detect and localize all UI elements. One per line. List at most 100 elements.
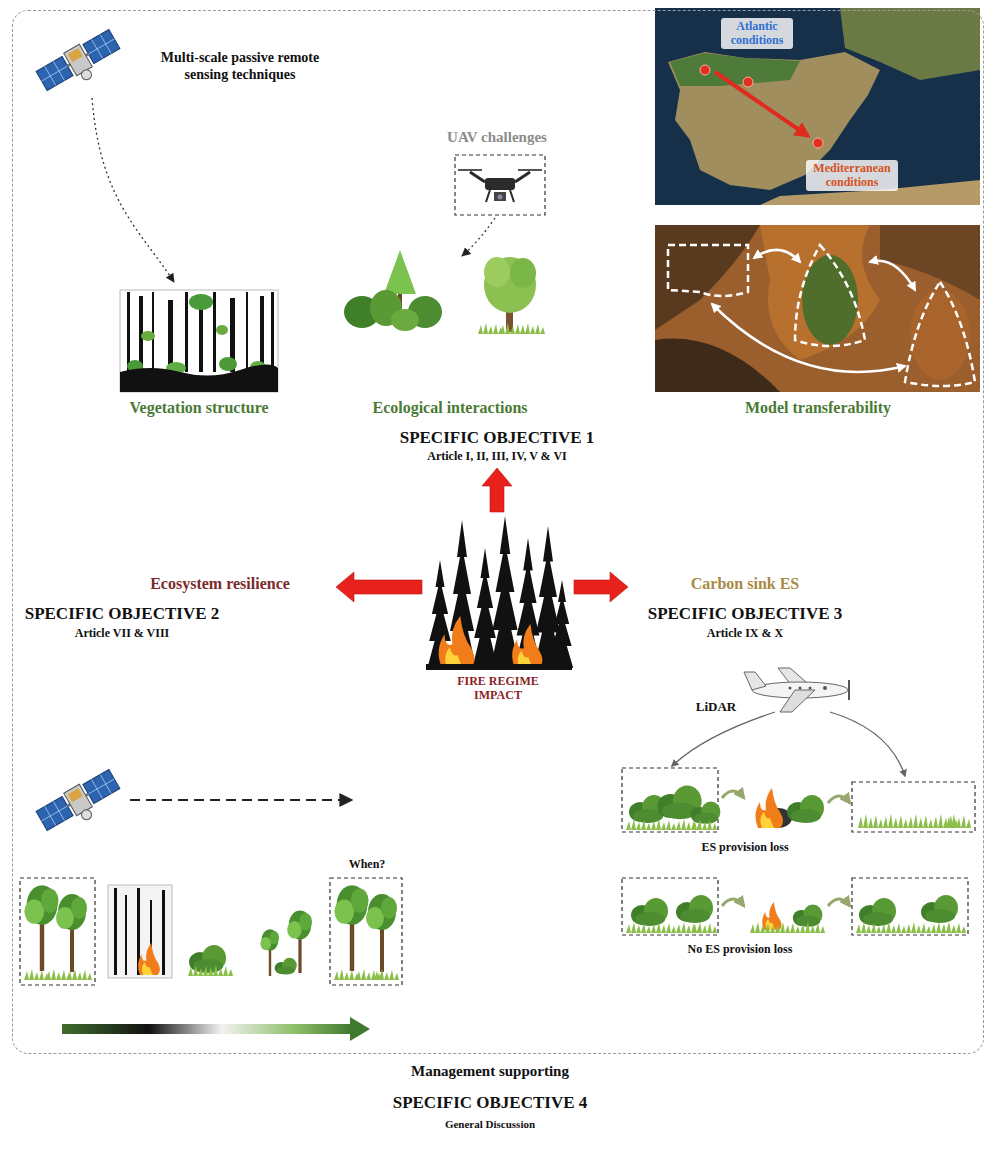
drone-icon-part — [494, 192, 506, 201]
lidar-scenes-part — [856, 922, 881, 933]
lidar-scenes-part — [722, 791, 744, 798]
technique-label: Multi-scale passive remote sensing techn… — [153, 50, 328, 84]
iberia-map-part — [670, 53, 800, 86]
resilience-sequence-part — [24, 969, 49, 980]
lidar-scenes-part — [676, 895, 713, 923]
burned-landscape-photo-part — [802, 255, 858, 345]
lidar-scenes — [622, 668, 975, 935]
iberia-map-part — [743, 77, 753, 87]
theme-heading: Carbon sink ES — [691, 574, 800, 593]
objective-title: SPECIFIC OBJECTIVE 4 — [393, 1093, 588, 1113]
question-label-slot: When? — [349, 857, 386, 871]
drone-icon-part — [486, 190, 514, 202]
ecological-interactions-picture-part — [484, 257, 536, 313]
burning-forest-part — [551, 580, 573, 668]
vegetation-structure-picture-part — [271, 292, 274, 372]
article-list: Article I, II, III, IV, V & VI — [427, 449, 566, 463]
ecological-interactions-picture — [344, 250, 545, 334]
lidar-scenes-part — [852, 782, 975, 832]
lidar-scenes-part — [762, 902, 781, 930]
sensor-label-slot: LiDAR — [696, 699, 736, 715]
iberia-map-part — [813, 138, 823, 148]
resilience-sequence — [20, 768, 402, 1041]
resilience-sequence-part — [56, 894, 87, 972]
lidar-scenes-part — [800, 922, 825, 933]
lidar-scenes-part — [883, 814, 908, 828]
topic-label-slot: Ecological interactions — [372, 398, 527, 417]
article-list-slot: Article IX & X — [707, 626, 783, 640]
resilience-sequence-part — [350, 1017, 370, 1041]
lidar-scenes-part — [780, 690, 815, 712]
resilience-sequence-part — [330, 878, 402, 985]
theme-heading: Ecosystem resilience — [150, 574, 290, 593]
frame-heading-slot: Management supporting — [411, 1062, 569, 1080]
vegetation-structure-picture-part — [127, 292, 130, 372]
lidar-scenes-part — [750, 922, 775, 933]
ecological-interactions-picture-part — [520, 323, 545, 334]
drone-icon-part — [498, 195, 503, 200]
objective-group: Ecosystem resilienceSPECIFIC OBJECTIVE 2… — [16, 570, 336, 648]
iberia-map-part — [655, 8, 980, 205]
drone-icon-part — [462, 218, 495, 256]
resilience-sequence-part — [67, 969, 92, 980]
vegetation-structure-picture-part — [185, 292, 188, 372]
scenario-label: No ES provision loss — [688, 942, 793, 956]
vegetation-structure-picture-part — [260, 296, 264, 372]
map-label: Atlantic conditions — [721, 18, 793, 49]
lidar-scenes-part — [830, 712, 905, 776]
topic-label: Ecological interactions — [372, 398, 527, 417]
resilience-sequence-part — [20, 878, 95, 985]
vegetation-structure-picture-part — [120, 364, 278, 392]
topic-label: Model transferability — [745, 398, 891, 417]
topic-label-slot: Vegetation structure — [129, 398, 268, 417]
topic-label: Vegetation structure — [129, 398, 268, 417]
theme-heading-slot: Carbon sink ES — [691, 574, 800, 593]
vegetation-structure-picture-part — [246, 292, 248, 372]
resilience-sequence-part — [130, 799, 352, 801]
resilience-sequence-part — [114, 888, 117, 975]
ecological-interactions-picture-part — [510, 258, 536, 288]
iberia-map-part — [700, 65, 710, 75]
burned-landscape-photo-part — [870, 261, 915, 290]
vegetation-structure-picture — [120, 290, 278, 392]
resilience-sequence-part — [24, 885, 58, 971]
lidar-scenes-part — [787, 795, 824, 823]
fire-caption-slot: FIRE REGIME IMPACT — [450, 674, 546, 703]
frame-heading: Management supporting — [411, 1062, 569, 1080]
article-list: Article IX & X — [707, 626, 783, 640]
lidar-scenes-part — [858, 814, 883, 828]
sensor-label: LiDAR — [696, 699, 736, 715]
lidar-scenes-part — [722, 899, 744, 906]
fire-caption: FIRE REGIME IMPACT — [450, 674, 546, 703]
objective-title-slot: SPECIFIC OBJECTIVE 3 — [648, 604, 843, 624]
scenario-label-slot: ES provision loss — [701, 840, 788, 854]
technique-label-slot: Multi-scale passive remote sensing techn… — [153, 50, 328, 84]
block-arrow — [336, 572, 422, 602]
objective-group: SPECIFIC OBJECTIVE 1Article I, II, III, … — [347, 428, 647, 468]
objective-title-slot: SPECIFIC OBJECTIVE 2 — [25, 604, 220, 624]
resilience-sequence-part — [108, 885, 172, 978]
lidar-scenes-part — [921, 895, 958, 923]
resilience-sequence-part — [334, 885, 368, 971]
lidar-scenes-part — [672, 712, 775, 766]
burned-landscape-photo-part — [655, 225, 980, 392]
drone-icon-part — [455, 155, 545, 215]
burning-forest — [426, 516, 573, 670]
lidar-scenes-part — [908, 814, 933, 828]
article-list-slot: Article I, II, III, IV, V & VI — [427, 449, 566, 463]
burning-forest-part — [439, 616, 475, 668]
vegetation-structure-picture-part — [120, 290, 278, 392]
scenario-label: ES provision loss — [701, 840, 788, 854]
burned-landscape-photo-part — [655, 339, 780, 392]
box-heading-slot: UAV challenges — [447, 128, 547, 146]
lidar-scenes-part — [828, 899, 850, 906]
ecological-interactions-picture-part — [484, 257, 510, 287]
vegetation-structure-picture-part — [168, 300, 173, 372]
fire-regime-node: FIRE REGIME IMPACT — [422, 512, 574, 706]
burned-landscape-photo — [655, 225, 980, 392]
lidar-scenes-part — [651, 922, 676, 933]
lidar-scenes-part — [906, 922, 931, 933]
iberia-map-part — [715, 72, 808, 136]
burned-landscape-photo-part — [668, 245, 748, 296]
